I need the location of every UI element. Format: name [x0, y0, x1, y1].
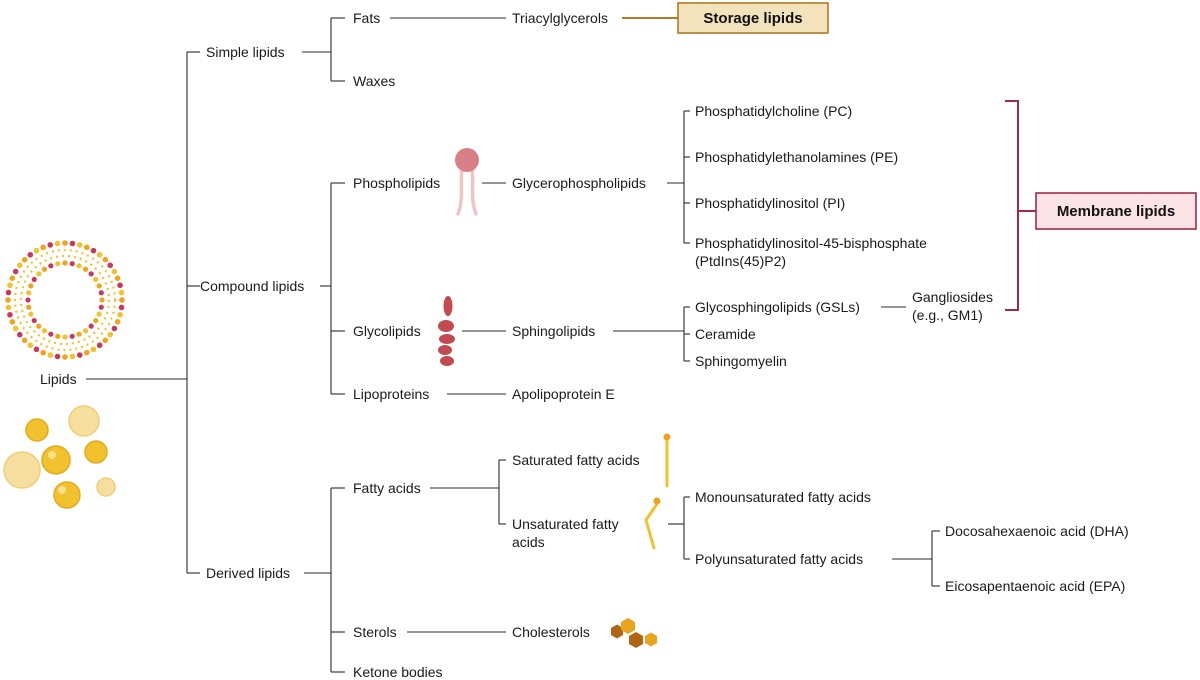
label-gsl: Glycosphingolipids (GSLs) [695, 299, 860, 315]
glycolipid-molecule-icon [438, 296, 455, 366]
label-pip2-line1: Phosphatidylinositol-45-bisphosphate [695, 235, 927, 251]
label-sterols: Sterols [353, 624, 397, 640]
storage-lipids-label: Storage lipids [703, 10, 802, 27]
membrane-lipids-label: Membrane lipids [1057, 203, 1175, 220]
label-pc: Phosphatidylcholine (PC) [695, 103, 852, 119]
label-derived-lipids: Derived lipids [206, 565, 290, 581]
label-saturated: Saturated fatty acids [512, 452, 640, 468]
storage-lipids-box [677, 2, 829, 34]
label-glycolipids: Glycolipids [353, 323, 421, 339]
label-pe: Phosphatidylethanolamines (PE) [695, 149, 898, 165]
label-triacylglycerols: Triacylglycerols [512, 10, 608, 26]
label-pufa: Polyunsaturated fatty acids [695, 551, 863, 567]
unsaturated-fatty-acid-icon [644, 497, 661, 550]
label-ceramide: Ceramide [695, 326, 756, 342]
label-sphingolipids: Sphingolipids [512, 323, 595, 339]
storage-lipids-group: Storage lipids [622, 2, 829, 34]
label-fatty-acids: Fatty acids [353, 480, 421, 496]
liposome-icon [5, 240, 125, 360]
label-epa: Eicosapentaenoic acid (EPA) [945, 578, 1125, 594]
label-waxes: Waxes [353, 73, 395, 89]
label-mufa: Monounsaturated fatty acids [695, 489, 871, 505]
phospholipid-molecule-icon [455, 148, 479, 216]
tree-connectors [86, 17, 940, 673]
label-gangliosides-line1: Gangliosides [912, 289, 993, 305]
label-dha: Docosahexaenoic acid (DHA) [945, 523, 1129, 539]
label-glycerophospholipids: Glycerophospholipids [512, 175, 646, 191]
label-unsaturated-line1: Unsaturated fatty [512, 516, 619, 532]
label-apoe: Apolipoprotein E [512, 386, 615, 402]
label-pip2-line2: (PtdIns(45)P2) [695, 253, 786, 269]
membrane-lipids-group: Membrane lipids [1005, 100, 1197, 311]
cholesterol-ring-icon [611, 618, 657, 648]
membrane-lipids-box [1035, 192, 1197, 230]
label-lipoproteins: Lipoproteins [353, 386, 429, 402]
label-fats: Fats [353, 10, 380, 26]
membrane-bracket [1005, 100, 1019, 311]
label-lipids: Lipids [40, 371, 77, 387]
label-cholesterols: Cholesterols [512, 624, 590, 640]
label-simple-lipids: Simple lipids [206, 44, 285, 60]
tree-labels: Lipids Simple lipids Fats Waxes Triacylg… [40, 10, 1129, 680]
lipid-droplets-icon [3, 405, 116, 509]
label-gangliosides-line2: (e.g., GM1) [912, 307, 983, 323]
label-unsaturated-line2: acids [512, 534, 545, 550]
label-phospholipids: Phospholipids [353, 175, 440, 191]
label-ketone-bodies: Ketone bodies [353, 664, 443, 680]
label-sphingomyelin: Sphingomyelin [695, 353, 787, 369]
label-pi: Phosphatidylinositol (PI) [695, 195, 845, 211]
label-compound-lipids: Compound lipids [200, 278, 304, 294]
saturated-fatty-acid-icon [663, 433, 671, 488]
